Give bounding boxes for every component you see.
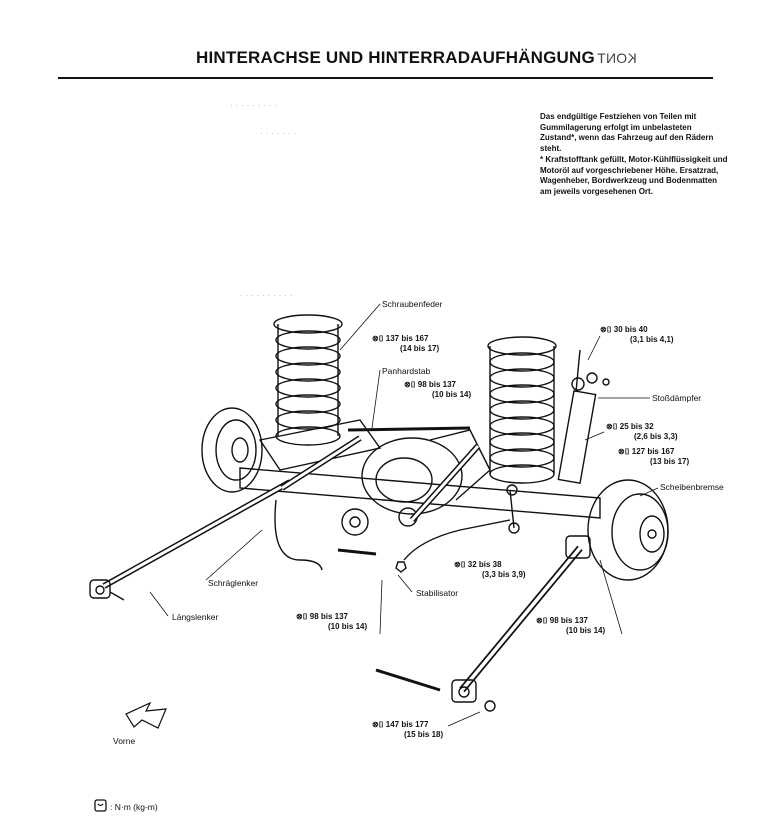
assembly-note: Das endgültige Festziehen von Teilen mit… xyxy=(540,112,730,197)
torque-icons: ⊗⌷ xyxy=(618,447,630,456)
nut xyxy=(395,561,407,573)
trailing-arm xyxy=(89,479,292,601)
bleed-through-text: · · · · · · · · · xyxy=(230,100,277,110)
torque-icons: ⊗⌷ xyxy=(372,720,384,729)
label-laengslenker: Längslenker xyxy=(172,612,219,622)
right-coil-spring xyxy=(487,336,557,484)
torque-icons: ⊗⌷ xyxy=(600,325,612,334)
torque-wrench-icon xyxy=(94,799,107,812)
stabilizer-bar xyxy=(403,484,520,561)
label-stabilisator: Stabilisator xyxy=(416,588,459,598)
torque-callout: ⊗⌷ 32 bis 38(3,3 bis 3,9) xyxy=(454,560,526,579)
lateral-arm xyxy=(409,444,481,522)
bleed-through-text: · · · · · · · xyxy=(260,128,296,138)
legend-text: : N·m (kg-m) xyxy=(110,802,158,812)
differential xyxy=(341,429,491,536)
note-bullet: * Kraftstofftank gefüllt, Motor-Kühlflüs… xyxy=(540,155,728,196)
torque-callout: ⊗⌷ 147 bis 177(15 bis 18) xyxy=(372,720,444,739)
torque-icons: ⊗⌷ xyxy=(404,380,416,389)
semi-trailing-arm xyxy=(280,435,362,491)
torque-icons: ⊗⌷ xyxy=(296,612,308,621)
torque-callout: ⊗⌷ 98 bis 137(10 bis 14) xyxy=(404,380,472,399)
axle-crossmember xyxy=(239,419,601,519)
brake-hose xyxy=(274,499,323,571)
torque-callout: ⊗⌷ 98 bis 137(10 bis 14) xyxy=(536,616,606,635)
right-brake-disc xyxy=(587,479,669,581)
label-stossdaempfer: Stoßdämpfer xyxy=(652,393,702,403)
nut-small xyxy=(484,700,496,712)
left-brake-disc xyxy=(201,407,263,493)
left-coil-spring xyxy=(273,314,343,446)
bleed-through-text: · · · · · · · · · · xyxy=(240,290,293,300)
torque-callout: ⊗⌷ 30 bis 40(3,1 bis 4,1) xyxy=(600,325,674,344)
bolt xyxy=(337,548,377,556)
torque-callout: ⊗⌷ 98 bis 137(10 bis 14) xyxy=(296,612,368,631)
label-vorne: Vorne xyxy=(113,736,136,746)
torque-icons: ⊗⌷ xyxy=(454,560,466,569)
title-rule xyxy=(58,77,713,79)
label-schraeglenker: Schräglenker xyxy=(208,578,259,588)
torque-callout: ⊗⌷ 25 bis 32(2,6 bis 3,3) xyxy=(606,422,678,441)
torque-icons: ⊗⌷ xyxy=(606,422,618,431)
note-text: Das endgültige Festziehen von Teilen mit… xyxy=(540,112,714,153)
torque-icons: ⊗⌷ xyxy=(536,616,548,625)
panhard-rod xyxy=(347,426,471,432)
torque-callout: ⊗⌷ 137 bis 167(14 bis 17) xyxy=(372,334,440,353)
label-panhardstab: Panhardstab xyxy=(382,366,431,376)
shock-absorber xyxy=(557,349,610,485)
right-trailing-arm xyxy=(375,535,591,703)
front-direction-arrow xyxy=(125,701,167,729)
label-scheibenbremse: Scheibenbremse xyxy=(660,482,724,492)
label-schraubenfeder: Schraubenfeder xyxy=(382,299,443,309)
torque-icons: ⊗⌷ xyxy=(372,334,384,343)
torque-callout: ⊗⌷ 127 bis 167(13 bis 17) xyxy=(618,447,690,466)
